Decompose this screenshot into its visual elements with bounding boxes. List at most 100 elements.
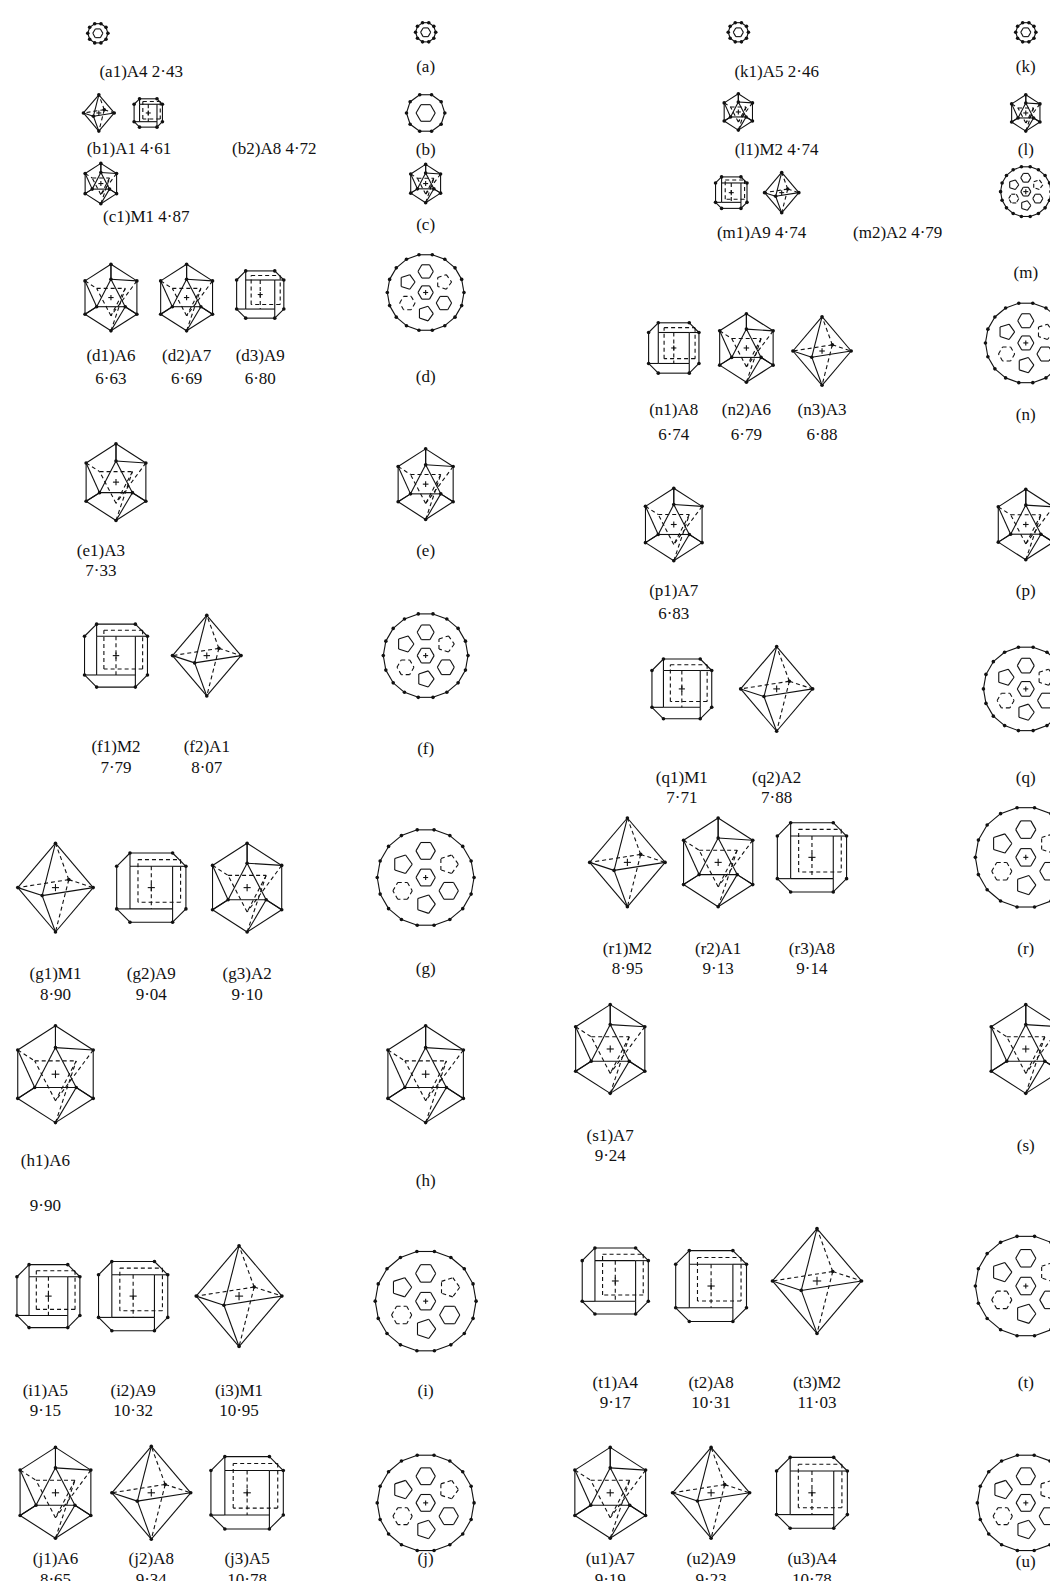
edge	[411, 174, 418, 189]
vertex-dot	[205, 694, 209, 698]
edge	[86, 463, 87, 501]
edge	[432, 255, 445, 260]
vertex-dot	[759, 356, 763, 360]
edge	[1021, 1249, 1031, 1250]
vertex-dot	[430, 129, 434, 133]
edge	[422, 299, 430, 300]
hidden-edge	[746, 339, 761, 367]
edge	[421, 648, 429, 649]
hidden-edge	[120, 1310, 163, 1311]
edge	[1040, 871, 1045, 880]
vertex-dot	[662, 717, 666, 721]
edge	[645, 506, 658, 534]
vertex-dot	[1024, 1023, 1028, 1027]
vertex-dot	[391, 681, 395, 685]
edge	[465, 641, 468, 655]
vertex-dot	[650, 706, 654, 710]
vertex-dot	[95, 305, 99, 309]
edge	[1015, 185, 1018, 190]
edge	[746, 183, 747, 202]
edge	[406, 855, 413, 864]
edge	[1031, 849, 1036, 858]
vertex-dot	[54, 1024, 58, 1028]
vertex-dot	[462, 1267, 466, 1271]
vertex-dot	[845, 834, 849, 838]
edge	[1017, 689, 1021, 696]
vertex-dot	[831, 343, 835, 347]
edge	[377, 878, 380, 895]
edge	[411, 493, 441, 494]
hidden-edge	[143, 101, 160, 102]
edge	[161, 307, 173, 314]
vertex-dot	[424, 171, 428, 175]
edge	[425, 290, 426, 295]
vertex-dot	[656, 533, 660, 537]
vertex-dot	[992, 660, 996, 664]
edge	[1023, 187, 1028, 188]
hidden-edge	[251, 275, 280, 276]
polyhedron-figure	[115, 851, 188, 924]
vertex-dot	[90, 187, 94, 191]
vertex-dot	[751, 883, 755, 887]
edge	[986, 703, 993, 716]
edge	[85, 314, 111, 331]
edge	[1021, 1277, 1031, 1278]
hidden-edge	[442, 1278, 453, 1282]
edge	[18, 1050, 35, 1088]
edge	[458, 628, 465, 641]
edge	[421, 859, 431, 860]
vertex-dot	[984, 341, 988, 345]
edge	[110, 264, 111, 279]
vertex-dot	[643, 1069, 647, 1073]
edge	[446, 1088, 463, 1099]
vertex-dot	[672, 559, 676, 563]
hidden-edge	[999, 347, 1003, 354]
vertex-dot	[184, 865, 188, 869]
vertex-dot	[745, 312, 749, 316]
vertex-dot	[245, 841, 249, 845]
edge	[387, 1257, 400, 1268]
vertex-dot	[860, 1279, 864, 1283]
vertex-dot	[1045, 724, 1049, 728]
vertex-dot	[1049, 1241, 1050, 1245]
edge	[431, 1265, 436, 1274]
hidden-edge	[120, 1268, 163, 1269]
vertex-dot	[54, 841, 58, 845]
hidden-edge	[142, 102, 143, 119]
vertex-dot	[1017, 645, 1021, 649]
vertex-dot	[831, 890, 835, 894]
edge	[135, 675, 136, 687]
edge	[395, 870, 406, 874]
edge	[116, 501, 146, 520]
hidden-edge	[1009, 194, 1012, 198]
edge	[1022, 658, 1030, 659]
polyhedron-figure	[414, 21, 438, 44]
edge	[790, 836, 791, 879]
edge	[116, 493, 132, 521]
edge	[116, 866, 117, 909]
edge	[752, 103, 753, 121]
hidden-edge	[1042, 834, 1050, 838]
vertex-dot	[697, 873, 701, 877]
vertex-dot	[433, 1250, 437, 1254]
edge	[130, 922, 173, 923]
vertex-dot	[580, 1300, 584, 1304]
edge	[378, 1318, 387, 1333]
vertex-dot	[386, 1097, 390, 1101]
hidden-edge	[1001, 693, 1009, 694]
edge	[1039, 104, 1040, 122]
edge	[76, 1088, 93, 1099]
vertex-dot	[1049, 1328, 1050, 1332]
edge	[393, 683, 404, 692]
edge	[206, 652, 207, 658]
edge	[247, 910, 282, 932]
hidden-edge	[207, 615, 219, 648]
edge	[994, 834, 1005, 838]
edge	[1031, 1258, 1036, 1267]
vertex-dot	[985, 1317, 989, 1321]
hidden-edge	[251, 275, 252, 304]
vertex-dot	[138, 125, 142, 129]
vertex-dot	[786, 187, 790, 191]
edge	[430, 625, 434, 632]
hidden-edge	[398, 899, 408, 900]
